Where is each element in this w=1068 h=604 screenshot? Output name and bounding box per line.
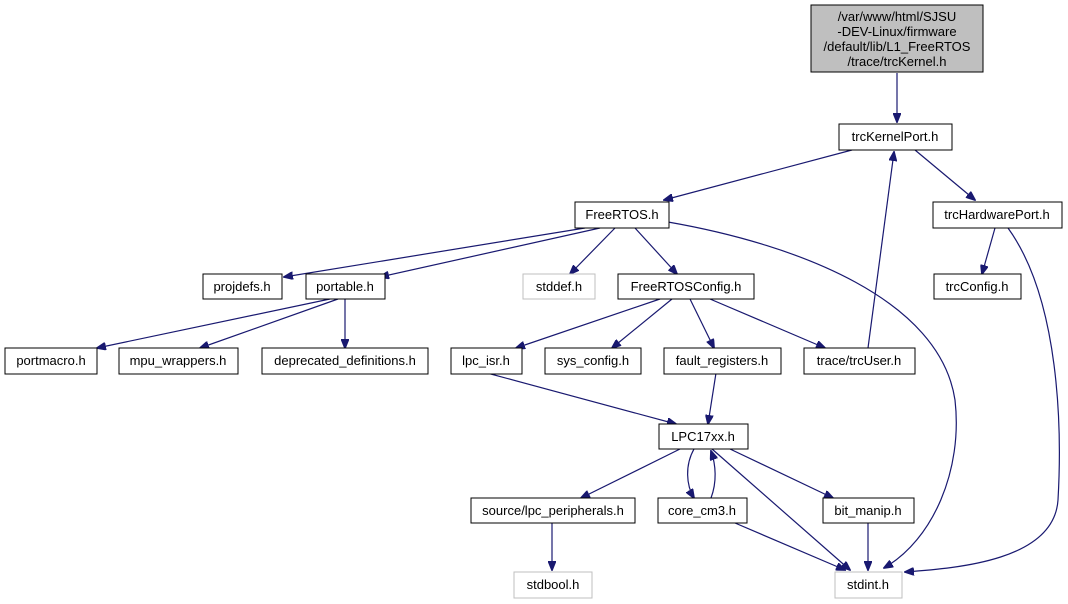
stdbool-label: stdbool.h (527, 577, 580, 592)
stddef-label: stddef.h (536, 279, 582, 294)
edge-trcuser-to-trckernelport (867, 152, 894, 349)
trckernelport-label: trcKernelPort.h (852, 129, 939, 144)
lpc17xx-label: LPC17xx.h (671, 429, 735, 444)
trchardwareport-label: trcHardwarePort.h (944, 207, 1049, 222)
stdint-label: stdint.h (847, 577, 889, 592)
trcconfig-label: trcConfig.h (946, 279, 1009, 294)
root-label-line1: /var/www/html/SJSU (838, 9, 956, 24)
node-core-cm3[interactable]: core_cm3.h (657, 497, 748, 524)
edge-lpc-isr-to-lpc17xx (486, 372, 676, 424)
edge-freertos-to-freertosconfig (634, 227, 677, 274)
edge-freertos-to-stddef (570, 227, 616, 274)
node-freertos[interactable]: FreeRTOS.h (574, 201, 670, 229)
node-lpc-isr[interactable]: lpc_isr.h (450, 347, 523, 375)
node-stdint[interactable]: stdint.h (834, 571, 903, 599)
edge-freertosconfig-to-sys-config (612, 298, 673, 348)
root-label-line4: /trace/trcKernel.h (848, 54, 947, 69)
node-lpc-peripherals[interactable]: source/lpc_peripherals.h (470, 497, 636, 524)
portmacro-label: portmacro.h (16, 353, 85, 368)
node-bit-manip[interactable]: bit_manip.h (822, 497, 915, 524)
sys-config-label: sys_config.h (557, 353, 629, 368)
edge-trchardwareport-to-stdint (905, 227, 1060, 572)
edge-freertosconfig-to-lpc-isr (516, 298, 661, 348)
lpc-isr-label: lpc_isr.h (462, 353, 510, 368)
edge-core-cm3-to-lpc17xx (711, 451, 715, 499)
edge-trckernelport-to-trchardwareport (914, 149, 975, 200)
fault-registers-label: fault_registers.h (676, 353, 769, 368)
freertos-label: FreeRTOS.h (585, 207, 658, 222)
node-deprecated-definitions[interactable]: deprecated_definitions.h (261, 347, 429, 375)
edge-freertosconfig-to-fault-registers (689, 298, 714, 348)
node-mpu-wrappers[interactable]: mpu_wrappers.h (118, 347, 239, 375)
node-projdefs[interactable]: projdefs.h (202, 273, 283, 300)
node-lpc17xx[interactable]: LPC17xx.h (658, 423, 749, 450)
node-freertosconfig[interactable]: FreeRTOSConfig.h (617, 273, 755, 300)
node-portable[interactable]: portable.h (305, 273, 386, 300)
node-stddef[interactable]: stddef.h (522, 273, 596, 300)
root-label-line2: -DEV-Linux/firmware (837, 24, 956, 39)
deprecated-definitions-label: deprecated_definitions.h (274, 353, 416, 368)
edge-lpc17xx-to-bit-manip (729, 448, 833, 498)
node-trchardwareport[interactable]: trcHardwarePort.h (932, 201, 1063, 229)
node-trcconfig[interactable]: trcConfig.h (933, 273, 1022, 300)
edge-freertos-to-stdint (667, 221, 957, 568)
edge-freertos-to-portable (380, 227, 601, 277)
edge-lpc17xx-to-lpc-peripherals (581, 448, 681, 498)
edge-lpc17xx-to-stdint (711, 448, 850, 570)
edge-fault-registers-to-lpc17xx (708, 372, 717, 424)
edge-trchardwareport-to-trcconfig (982, 227, 996, 274)
freertosconfig-label: FreeRTOSConfig.h (631, 279, 742, 294)
node-root[interactable]: /var/www/html/SJSU -DEV-Linux/firmware /… (810, 4, 984, 73)
node-trcuser[interactable]: trace/trcUser.h (803, 347, 916, 375)
edge-core-cm3-to-stdint (734, 522, 845, 570)
edge-trckernelport-to-freertos (664, 149, 853, 200)
node-fault-registers[interactable]: fault_registers.h (663, 347, 782, 375)
node-sys-config[interactable]: sys_config.h (544, 347, 642, 375)
edges (97, 73, 1060, 572)
bit-manip-label: bit_manip.h (834, 503, 901, 518)
core-cm3-label: core_cm3.h (668, 503, 736, 518)
edge-freertos-to-projdefs (284, 227, 586, 277)
portable-label: portable.h (316, 279, 374, 294)
root-label-line3: /default/lib/L1_FreeRTOS (824, 39, 971, 54)
trcuser-label: trace/trcUser.h (817, 353, 902, 368)
edge-portable-to-mpu-wrappers (200, 298, 339, 348)
projdefs-label: projdefs.h (213, 279, 270, 294)
mpu-wrappers-label: mpu_wrappers.h (130, 353, 227, 368)
edge-portable-to-portmacro (97, 298, 331, 348)
node-portmacro[interactable]: portmacro.h (4, 347, 98, 375)
lpc-peripherals-label: source/lpc_peripherals.h (482, 503, 624, 518)
edge-lpc17xx-to-core-cm3 (688, 448, 694, 498)
node-stdbool[interactable]: stdbool.h (513, 571, 593, 599)
edge-freertosconfig-to-trcuser (709, 298, 825, 348)
node-trckernelport[interactable]: trcKernelPort.h (838, 123, 953, 151)
